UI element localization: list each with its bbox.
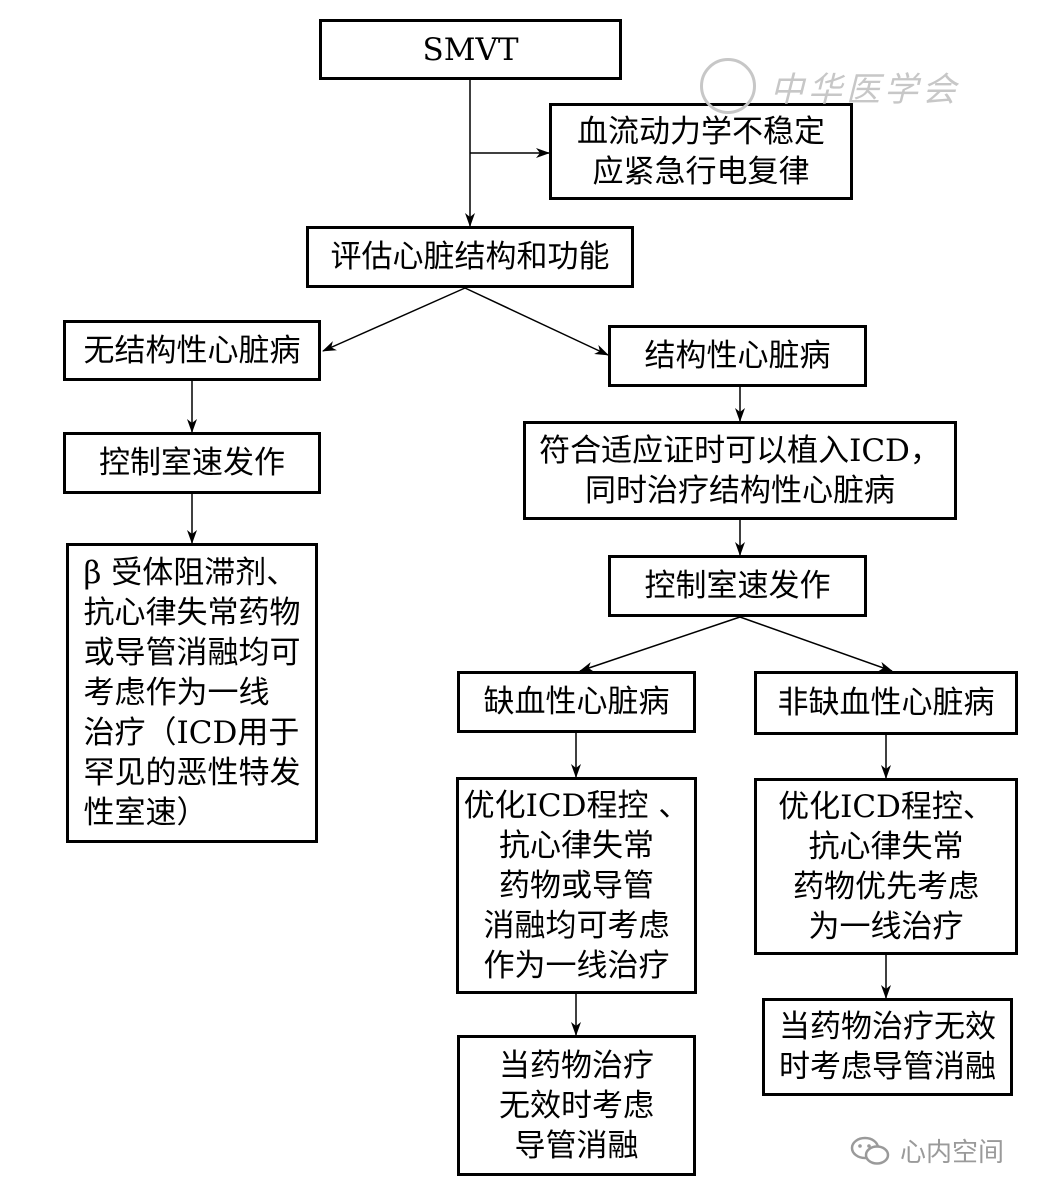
watermark-wechat-text: 心内空间 [900,1138,1005,1168]
node-ischemic-drug-failure: 当药物治疗无效时考虑导管消融 [457,1035,696,1176]
wechat-icon [850,1136,890,1165]
seal-icon [700,58,756,114]
node-text-line: 药物优先考虑 [792,868,979,905]
node-text-line: 非缺血性心脏病 [777,685,995,721]
arrow-control-to-ischemic [579,616,741,672]
node-non-ischemic-drug-failure: 当药物治疗无效时考虑导管消融 [762,998,1013,1096]
node-text-line: 消融均可考虑 [483,907,670,944]
node-assess-structure: 评估心脏结构和功能 [306,226,634,288]
node-text-line: 当药物治疗 [499,1047,654,1084]
node-icd-indication: 符合适应证时可以植入ICD，同时治疗结构性心脏病 [523,421,957,520]
node-text-line: β 受体阻滞剂、 [83,555,298,591]
node-text-line: 时考虑导管消融 [779,1049,996,1085]
arrow-assess-to-structural [464,287,609,356]
node-text-line: 抗心律失常药物 [83,595,301,631]
node-no-structural-heart-disease: 无结构性心脏病 [63,320,321,381]
arrow-assess-to-no-structural [322,287,466,352]
node-text-line: 同时治疗结构性心脏病 [584,472,895,509]
node-text-line: 符合适应证时可以植入ICD， [539,432,941,469]
node-ischemic: 缺血性心脏病 [457,671,696,733]
node-text-line: 药物或导管 [499,867,654,904]
node-text-line: 优化ICD程控 、 [463,787,690,824]
node-smvt: SMVT [319,19,622,80]
node-text-line: 治疗（ICD用于 [83,715,300,751]
node-text-line: 导管消融 [514,1127,639,1164]
node-text-line: 优化ICD程控、 [778,788,994,825]
node-text-line: 控制室速发作 [99,445,285,481]
node-text-line: 评估心脏结构和功能 [330,239,610,275]
node-non-ischemic: 非缺血性心脏病 [754,671,1018,735]
node-text-line: 或导管消融均可 [83,635,301,671]
watermark-society: 中华医学会 [700,58,960,114]
node-text-line: 控制室速发作 [644,568,831,604]
node-text-line: 无效时考虑 [499,1087,654,1124]
watermark-wechat: 心内空间 [850,1132,1004,1169]
node-text-line: 为一线治疗 [808,908,964,945]
arrow-control-to-nonischemic [739,616,893,672]
node-text-line: 血流动力学不稳定 [577,113,825,150]
node-text-line: 抗心律失常 [808,828,964,865]
node-control-vt-left: 控制室速发作 [63,432,321,494]
node-text-line: 罕见的恶性特发 [83,755,301,791]
node-text-line: 应紧急行电复律 [592,153,810,190]
node-control-vt-right: 控制室速发作 [608,555,867,617]
node-ischemic-treatment: 优化ICD程控 、抗心律失常药物或导管消融均可考虑作为一线治疗 [456,777,697,994]
node-text-line: 性室速） [83,795,208,831]
node-structural-heart-disease: 结构性心脏病 [608,325,867,387]
node-text-line: 作为一线治疗 [483,947,670,984]
node-text-line: 当药物治疗无效 [779,1009,996,1045]
node-hemodynamic-unstable: 血流动力学不稳定应紧急行电复律 [549,103,853,200]
node-text-line: SMVT [422,31,519,68]
node-text-line: 无结构性心脏病 [83,332,301,369]
node-text-line: 考虑作为一线 [83,675,270,711]
node-non-ischemic-treatment: 优化ICD程控、抗心律失常药物优先考虑为一线治疗 [754,778,1018,955]
node-text-line: 结构性心脏病 [644,338,831,374]
node-beta-blocker-therapy: β 受体阻滞剂、抗心律失常药物或导管消融均可考虑作为一线治疗（ICD用于罕见的恶… [66,543,318,843]
node-text-line: 抗心律失常 [499,827,654,864]
watermark-society-text: 中华医学会 [770,69,960,110]
node-text-line: 缺血性心脏病 [483,684,670,720]
